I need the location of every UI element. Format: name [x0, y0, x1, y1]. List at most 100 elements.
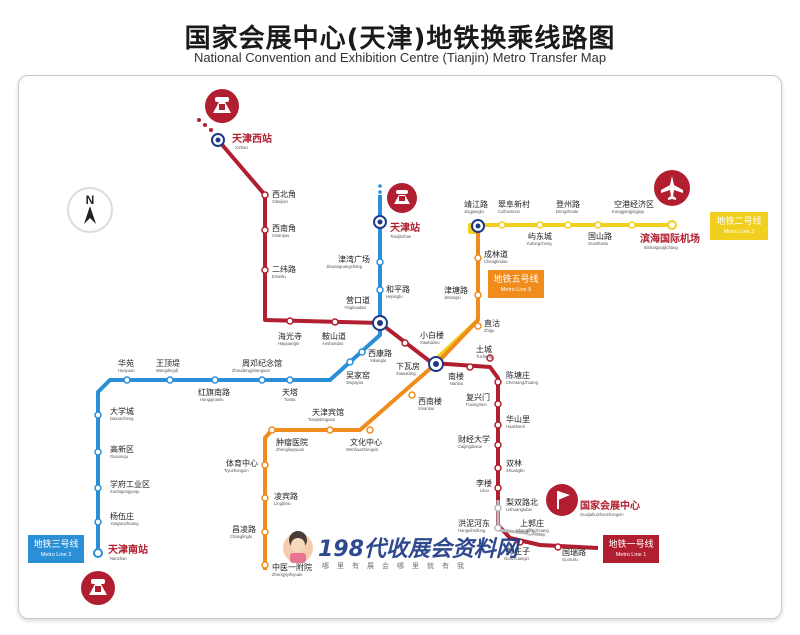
station-label-en: Gaoxinqu [110, 454, 129, 459]
station-label: 西南角 [272, 223, 296, 233]
hub-nanzhan-en: Nanzhan [110, 556, 127, 561]
station-label: 李楼 [476, 478, 492, 488]
station-label: 营口道 [346, 295, 370, 305]
station-label: 学府工业区 [110, 479, 150, 489]
station-label-en: Dengzhoulu [556, 209, 579, 214]
station-label-en: Hongqinanlu [200, 397, 224, 402]
line1-badge-zh: 地铁一号线 [608, 538, 653, 550]
station-label-en: Nanlou [450, 381, 464, 386]
station-label: 体育中心 [226, 458, 258, 468]
station-label: 下瓦房 [396, 361, 420, 371]
line2-badge-zh: 地铁二号线 [716, 215, 761, 227]
station-label-en: Chentangzhuang [506, 380, 539, 385]
line2-badge-en: Metro Line 2 [724, 229, 755, 235]
line5-badge-en: Metro Line 5 [501, 287, 532, 293]
station-label: 二纬路 [272, 264, 296, 274]
station-label-en: Tiyuzhongxin [224, 468, 249, 473]
station-label-en: Wenhuazhongxin [346, 447, 379, 452]
station-label-en: Haiguangsi [278, 341, 299, 346]
station-label: 高新区 [110, 444, 134, 454]
station-label: 华苑 [118, 358, 134, 368]
station-label: 华山里 [506, 414, 530, 424]
map-frame [18, 75, 782, 619]
station-label-en: Yingkoudao [344, 305, 367, 310]
watermark-title: 198代收展会资料网 [318, 537, 521, 562]
station-label: 海光寺 [278, 331, 302, 341]
compass-label: N [86, 193, 95, 207]
station-label: 复兴门 [466, 392, 490, 402]
line5-badge-zh: 地铁五号线 [493, 273, 538, 285]
station-label-en: Zhoudengjinianguan [232, 368, 271, 373]
station-label: 登州路 [556, 199, 580, 209]
hub-airport-en: Binhaiguojijichang [644, 245, 678, 250]
station-label: 天津宾馆 [312, 407, 344, 417]
station-label: 吴家窑 [346, 370, 370, 380]
railway-station-icon [205, 89, 239, 123]
watermark-subtitle: 哪里有展会哪里就有我 [322, 561, 472, 570]
station-label: 文化中心 [350, 437, 382, 447]
station-label: 屿东城 [528, 231, 552, 241]
station-label-en: Lishuanglubei [506, 507, 532, 512]
hub-expo-en: Guojiahuizhanzhongxin [580, 512, 624, 517]
station-label-en: Jinwanguangchang [326, 264, 363, 269]
line3-path [96, 195, 382, 553]
station-label-en: Shangguozhuang [516, 528, 550, 533]
station-label-en: Zhigu [484, 328, 495, 333]
station-label-en: Huashanli [506, 424, 525, 429]
station-label-en: Cuifuxincun [498, 209, 521, 214]
station-label: 国瑞路 [562, 547, 586, 557]
station-label: 周邓纪念馆 [242, 358, 282, 368]
station-label: 红旗南路 [198, 387, 230, 397]
line3-badge: 地铁三号线 Metro Line 3 [28, 535, 84, 563]
station-label-en: Xuefugongyequ [110, 489, 140, 494]
station-label-en: Changlinglu [230, 534, 253, 539]
station-label-en: Hepinglu [386, 294, 403, 299]
hub-xizhan-en: Xizhan [235, 145, 248, 150]
railway-station-icon [81, 571, 115, 605]
station-label: 陈塘庄 [506, 370, 530, 380]
station-label-en: Zhongyiyifuyuan [272, 572, 303, 577]
station-label-en: Xiawafang [396, 371, 416, 376]
station-label: 大学城 [110, 406, 134, 416]
station-label: 翠阜新村 [498, 199, 530, 209]
hub-airport: 滨海国际机场 [640, 232, 700, 245]
station-label-en: Guoshanlu [588, 241, 609, 246]
station-label: 昌凌路 [232, 524, 256, 534]
airplane-icon [654, 170, 690, 206]
line2-path [430, 223, 672, 365]
station-label: 成林道 [484, 249, 508, 259]
hub-expo: 国家会展中心 [580, 499, 640, 512]
line2-badge: 地铁二号线 Metro Line 2 [710, 212, 768, 240]
station-label-en: Xinanlou [418, 406, 435, 411]
transfer-stations [93, 133, 677, 558]
station-label-en: Xibeijiao [272, 199, 289, 204]
station-label: 王顶堤 [156, 358, 180, 368]
map-subtitle: National Convention and Exhibition Centr… [193, 50, 607, 65]
station-label: 中医一附院 [272, 562, 312, 572]
station-label: 津湾广场 [338, 254, 370, 264]
station-label-en: Xikanglu [370, 358, 387, 363]
line5-path [263, 232, 480, 570]
station-label-en: Lingbinlu [274, 501, 291, 506]
station-label: 津塘路 [444, 285, 468, 295]
station-label-en: Jintanglu [444, 295, 461, 300]
station-label-en: Guozhuangzi [504, 556, 529, 561]
station-label-en: Jingjianglu [464, 209, 484, 214]
hub-tianjinzhan-en: Tianjinzhan [390, 234, 412, 239]
station-label-en: Tianjinbinguan [308, 417, 336, 422]
station-dots [94, 191, 636, 569]
station-label: 天塔 [282, 387, 298, 397]
station-label-en: Fuxingmen [466, 402, 487, 407]
hub-nanzhan: 天津南站 [108, 543, 148, 556]
station-label-en: Xinanjiao [272, 233, 290, 238]
hub-tianjinzhan: 天津站 [390, 221, 420, 234]
station-label: 小白楼 [420, 330, 444, 340]
station-label-en: Anshandao [322, 341, 344, 346]
station-label: 财经大学 [458, 434, 490, 444]
compass-icon: N [67, 187, 113, 233]
line1-badge: 地铁一号线 Metro Line 1 [603, 535, 659, 563]
station-label: 南楼 [448, 371, 464, 381]
line3-dotted-extension [378, 184, 382, 194]
station-label: 国山路 [588, 231, 612, 241]
